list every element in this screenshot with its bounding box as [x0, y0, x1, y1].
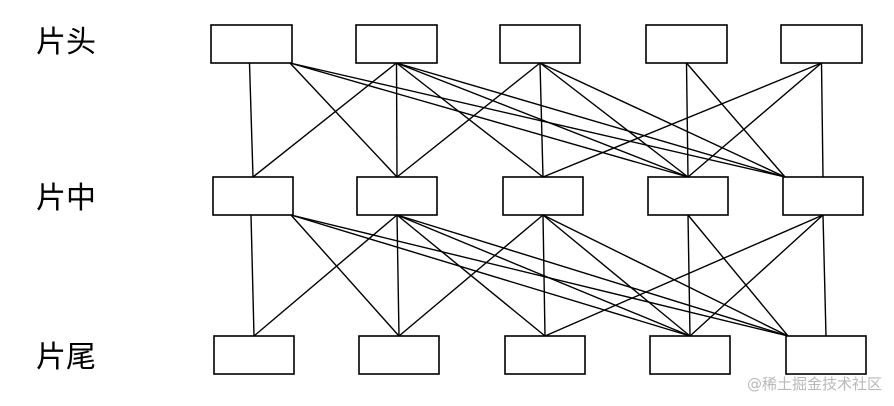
node-tail-2 — [358, 335, 440, 375]
edge-middle-1-to-tail-5 — [290, 214, 789, 337]
nodes-layer — [210, 24, 867, 375]
edges-layer — [248, 62, 827, 337]
edge-head-1-to-middle-2 — [289, 62, 398, 178]
edge-head-2-to-middle-4 — [396, 62, 689, 178]
edge-middle-5-to-tail-4 — [689, 214, 824, 337]
node-tail-4 — [649, 335, 731, 375]
node-tail-3 — [504, 335, 586, 375]
edge-middle-2-to-tail-2 — [396, 214, 400, 337]
edge-head-5-to-middle-4 — [687, 62, 822, 178]
node-head-2 — [355, 24, 438, 64]
edge-head-2-to-middle-5 — [396, 62, 786, 178]
edge-head-4-to-middle-4 — [685, 62, 689, 178]
row-label-head: 片头 — [36, 25, 96, 60]
edge-head-4-to-middle-5 — [685, 62, 786, 178]
edge-middle-2-to-tail-1 — [253, 214, 398, 337]
node-middle-2 — [356, 176, 438, 216]
edge-head-1-to-middle-4 — [289, 62, 689, 178]
node-head-5 — [780, 24, 863, 64]
row-label-tail: 片尾 — [36, 340, 96, 375]
edge-middle-3-to-tail-3 — [542, 214, 546, 337]
edge-head-3-to-middle-3 — [539, 62, 544, 178]
node-middle-4 — [647, 176, 729, 216]
edge-middle-1-to-tail-2 — [290, 214, 400, 337]
edge-middle-1-to-tail-4 — [290, 214, 691, 337]
node-middle-3 — [502, 176, 584, 216]
edge-head-3-to-middle-4 — [539, 62, 689, 178]
watermark: @稀土掘金技术社区 — [746, 375, 882, 393]
node-tail-1 — [213, 335, 295, 375]
edge-middle-3-to-tail-2 — [398, 214, 544, 337]
row-label-middle: 片中 — [36, 181, 96, 216]
node-middle-5 — [782, 176, 864, 216]
edge-middle-2-to-tail-5 — [396, 214, 789, 337]
edge-middle-1-to-tail-1 — [250, 214, 255, 337]
edge-head-5-to-middle-5 — [820, 62, 824, 178]
node-head-4 — [645, 24, 728, 64]
edge-middle-5-to-tail-3 — [544, 214, 824, 337]
edge-head-1-to-middle-5 — [289, 62, 786, 178]
edge-middle-5-to-tail-5 — [822, 214, 827, 337]
edge-head-2-to-middle-3 — [396, 62, 544, 178]
edge-head-2-to-middle-2 — [395, 62, 398, 178]
edge-head-3-to-middle-2 — [396, 62, 541, 178]
edge-middle-3-to-tail-4 — [542, 214, 691, 337]
edge-head-5-to-middle-3 — [542, 62, 822, 178]
node-head-1 — [210, 24, 293, 64]
node-tail-5 — [785, 335, 867, 375]
edge-head-3-to-middle-5 — [539, 62, 786, 178]
edge-middle-4-to-tail-4 — [687, 214, 691, 337]
edge-head-1-to-middle-1 — [248, 62, 254, 178]
node-middle-1 — [212, 176, 294, 216]
node-head-3 — [499, 24, 581, 64]
edge-middle-3-to-tail-5 — [542, 214, 789, 337]
edge-head-2-to-middle-1 — [252, 62, 397, 178]
edge-middle-4-to-tail-5 — [687, 214, 789, 337]
